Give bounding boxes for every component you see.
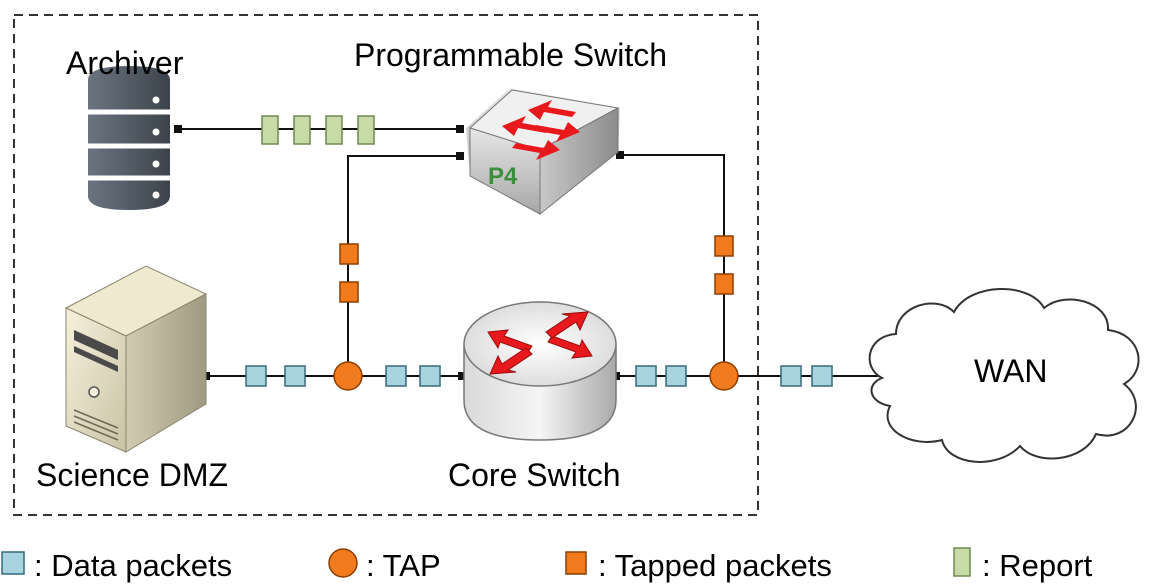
legend-data-text: : Data packets: [34, 548, 232, 583]
data-packet: [385, 365, 407, 387]
tapped-packets: [339, 235, 734, 303]
legend-report-swatch: [953, 547, 971, 577]
core-switch-icon: [463, 301, 617, 441]
science-dmz-icon: [64, 265, 208, 453]
archiver-icon: [88, 66, 170, 210]
data-packet: [811, 365, 833, 387]
legend-tapped-text: : Tapped packets: [598, 548, 832, 583]
report-packet: [293, 115, 311, 145]
wan-label: WAN: [974, 353, 1047, 389]
report-packets: [261, 115, 375, 145]
science-dmz-label: Science DMZ: [36, 457, 228, 493]
taps: [333, 361, 739, 391]
programmable-switch-label: Programmable Switch: [354, 37, 667, 73]
enterprise-boundary: [13, 14, 759, 516]
link-tap2-progswitch: [618, 154, 725, 376]
p4-logo: P4: [488, 163, 518, 190]
tapped-packet: [714, 235, 734, 257]
data-packets: [245, 365, 833, 387]
data-packet: [284, 365, 306, 387]
legend-tap-text: : TAP: [366, 548, 441, 583]
report-packet: [325, 115, 343, 145]
core-switch-label: Core Switch: [448, 457, 621, 493]
data-packet: [780, 365, 802, 387]
legend-tap-swatch: [328, 548, 358, 578]
tapped-packet: [339, 243, 359, 265]
report-packet: [357, 115, 375, 145]
legend-data-swatch: [1, 551, 25, 575]
data-packet: [419, 365, 441, 387]
tap-wan-side: [709, 361, 739, 391]
legend-report-text: : Report: [982, 548, 1093, 583]
data-packet: [665, 365, 687, 387]
link-tap1-progswitch: [347, 155, 462, 376]
programmable-switch-icon: P4: [466, 88, 620, 216]
tapped-packet: [714, 273, 734, 295]
tap-dmz-side: [333, 361, 363, 391]
archiver-label: Archiver: [66, 45, 184, 81]
data-packet: [635, 365, 657, 387]
wan-cloud-icon: [868, 288, 1140, 463]
legend-tapped-swatch: [565, 551, 587, 575]
report-packet: [261, 115, 279, 145]
tapped-packet: [339, 281, 359, 303]
data-packet: [245, 365, 267, 387]
legend: : Data packets : TAP : Tapped packets : …: [1, 547, 1093, 583]
